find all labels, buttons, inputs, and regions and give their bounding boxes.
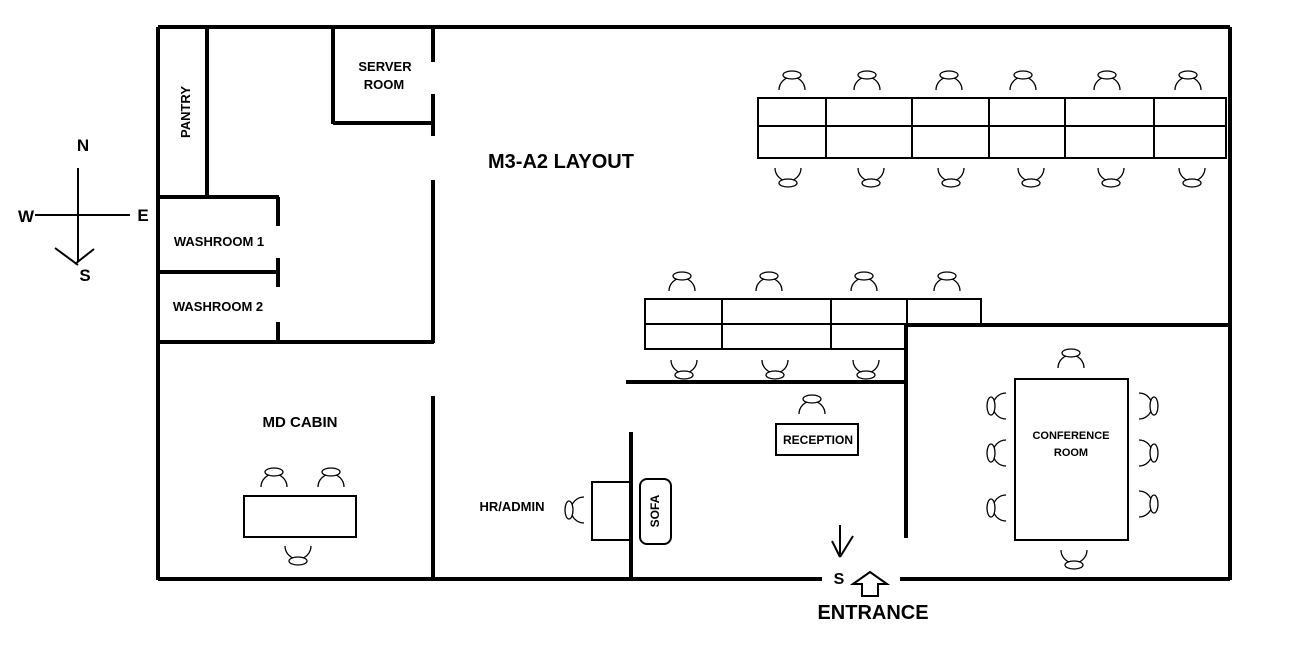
entrance-marker-label: S	[834, 571, 845, 588]
chair-icon	[1097, 167, 1125, 188]
sofa	[639, 478, 672, 545]
chair-icon	[937, 167, 965, 188]
interior-walls	[158, 27, 1230, 580]
workstation-row-top	[757, 97, 1227, 159]
sofa-label: SOFA	[648, 494, 662, 527]
chair-icon	[284, 545, 312, 566]
chair-icon	[853, 70, 881, 91]
chair-icon	[778, 70, 806, 91]
chair-icon	[986, 439, 1007, 467]
chair-icon	[1009, 70, 1037, 91]
md-desk	[243, 495, 357, 538]
conference-room-label-line2: ROOM	[1054, 447, 1088, 459]
chair-icon	[850, 271, 878, 292]
layout-title: M3-A2 LAYOUT	[488, 151, 634, 173]
chair-icon	[857, 167, 885, 188]
chair-icon	[933, 271, 961, 292]
hr-admin-label: HR/ADMIN	[480, 499, 545, 514]
chair-icon	[1138, 439, 1159, 467]
chair-icon	[1017, 167, 1045, 188]
washroom-1-label: WASHROOM 1	[174, 234, 264, 249]
chair-icon	[986, 494, 1007, 522]
workstation-row-middle	[644, 298, 982, 350]
compass-east-label: E	[137, 206, 148, 225]
chair-icon	[1178, 167, 1206, 188]
entrance-arrow-icon	[849, 570, 891, 597]
chair-icon	[761, 359, 789, 380]
chair-icon	[774, 167, 802, 188]
chair-icon	[1057, 348, 1085, 369]
outer-walls	[156, 25, 1232, 581]
compass-south-label: S	[79, 266, 90, 285]
chair-icon	[798, 394, 826, 415]
conference-table	[1014, 378, 1129, 541]
entrance-label: ENTRANCE	[817, 602, 928, 624]
chair-icon	[1138, 490, 1159, 518]
chair-icon	[852, 359, 880, 380]
chair-icon	[1138, 392, 1159, 420]
chair-icon	[755, 271, 783, 292]
md-cabin-label: MD CABIN	[263, 414, 338, 431]
chair-icon	[260, 467, 288, 488]
chair-icon	[564, 496, 585, 524]
chair-icon	[317, 467, 345, 488]
chair-icon	[1174, 70, 1202, 91]
server-room-label-line2: ROOM	[364, 77, 404, 92]
washroom-2-label: WASHROOM 2	[173, 299, 263, 314]
chair-icon	[668, 271, 696, 292]
entrance: S ENTRANCE	[817, 525, 929, 624]
compass-north-label: N	[77, 136, 89, 155]
chair-icon	[986, 392, 1007, 420]
server-room-label-line1: SERVER	[358, 59, 412, 74]
furniture	[243, 97, 1227, 545]
chair-icon	[670, 359, 698, 380]
chair-icon	[1093, 70, 1121, 91]
chair-icon	[1060, 549, 1088, 570]
reception-desk	[775, 423, 859, 456]
compass: N W E S	[18, 136, 149, 285]
chair-icon	[935, 70, 963, 91]
reception-label: RECEPTION	[783, 433, 853, 447]
conference-room-label-line1: CONFERENCE	[1032, 430, 1109, 442]
pantry-label: PANTRY	[178, 86, 193, 138]
chairs	[260, 70, 1206, 570]
compass-west-label: W	[18, 207, 35, 226]
hr-desk	[591, 481, 633, 541]
